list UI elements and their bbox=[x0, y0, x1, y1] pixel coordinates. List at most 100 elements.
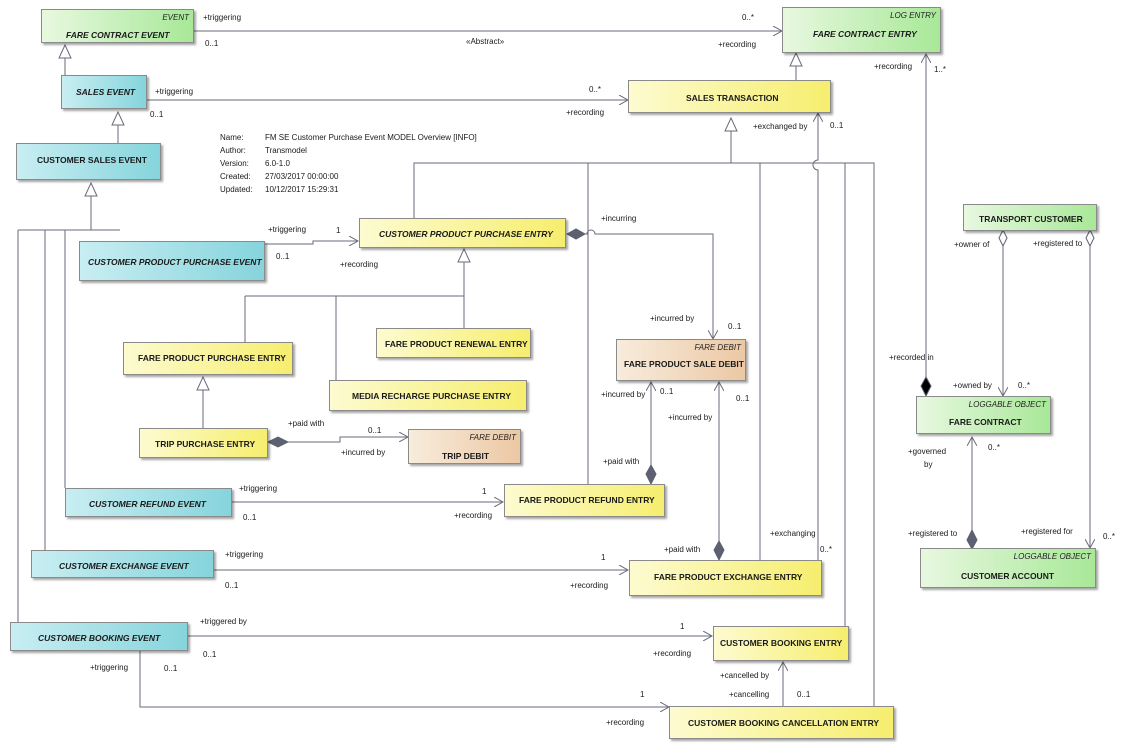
info-value: 10/12/2017 15:29:31 bbox=[265, 185, 339, 194]
info-value: FM SE Customer Purchase Event MODEL Over… bbox=[265, 133, 477, 142]
class-trip-debit[interactable]: FARE DEBIT TRIP DEBIT bbox=[408, 429, 521, 464]
role-label: +governed bbox=[908, 447, 947, 456]
multiplicity-label: 1..* bbox=[934, 65, 947, 74]
role-label: +triggered by bbox=[200, 617, 247, 626]
class-fare-product-exchange-entry[interactable]: FARE PRODUCT EXCHANGE ENTRY bbox=[629, 560, 822, 596]
multiplicity-label: 0..1 bbox=[225, 581, 239, 590]
role-label: +recording bbox=[454, 511, 493, 520]
role-label: +owned by bbox=[953, 381, 992, 390]
multiplicity-label: 0..1 bbox=[243, 513, 257, 522]
role-label: +registered to bbox=[908, 529, 958, 538]
info-value: Transmodel bbox=[265, 146, 307, 155]
class-name: MEDIA RECHARGE PURCHASE ENTRY bbox=[352, 391, 511, 401]
info-value: 27/03/2017 00:00:00 bbox=[265, 172, 339, 181]
class-fare-contract[interactable]: LOGGABLE OBJECT FARE CONTRACT bbox=[916, 396, 1051, 434]
class-customer-product-purchase-entry[interactable]: CUSTOMER PRODUCT PURCHASE ENTRY bbox=[359, 218, 566, 248]
class-customer-booking-event[interactable]: CUSTOMER BOOKING EVENT bbox=[10, 622, 188, 651]
class-customer-booking-entry[interactable]: CUSTOMER BOOKING ENTRY bbox=[713, 626, 849, 661]
class-name: TRIP DEBIT bbox=[442, 451, 490, 461]
multiplicity-label: 0..1 bbox=[203, 650, 217, 659]
assoc-exchanged-by bbox=[812, 113, 818, 560]
class-customer-product-purchase-event[interactable]: CUSTOMER PRODUCT PURCHASE EVENT bbox=[79, 241, 265, 281]
class-customer-account[interactable]: LOGGABLE OBJECT CUSTOMER ACCOUNT bbox=[920, 548, 1096, 588]
gen-arrow-cppe bbox=[457, 247, 471, 263]
class-fare-product-refund-entry[interactable]: FARE PRODUCT REFUND ENTRY bbox=[504, 484, 665, 517]
class-customer-refund-event[interactable]: CUSTOMER REFUND EVENT bbox=[65, 488, 232, 517]
class-name: FARE CONTRACT ENTRY bbox=[813, 29, 917, 39]
assoc-incurring bbox=[567, 229, 713, 339]
class-customer-exchange-event[interactable]: CUSTOMER EXCHANGE EVENT bbox=[31, 550, 214, 578]
gen-st-bus bbox=[413, 162, 875, 706]
role-label: +incurred by bbox=[668, 413, 713, 422]
multiplicity-label: 1 bbox=[482, 487, 487, 496]
class-name: CUSTOMER BOOKING ENTRY bbox=[720, 638, 843, 648]
role-label: +paid with bbox=[664, 545, 701, 554]
class-name: CUSTOMER SALES EVENT bbox=[37, 155, 147, 165]
composition-diamond-account bbox=[966, 528, 978, 551]
class-name: CUSTOMER BOOKING EVENT bbox=[38, 633, 161, 643]
role-label: +incurred by bbox=[341, 448, 386, 457]
class-fare-product-purchase-entry[interactable]: FARE PRODUCT PURCHASE ENTRY bbox=[123, 342, 293, 375]
composition-diamond-trip bbox=[266, 436, 290, 448]
role-label: +recording bbox=[570, 581, 609, 590]
multiplicity-label: 0..* bbox=[988, 443, 1001, 452]
class-name: FARE PRODUCT RENEWAL ENTRY bbox=[385, 339, 528, 349]
multiplicity-label: 0..1 bbox=[660, 387, 674, 396]
role-label: +incurred by bbox=[650, 314, 695, 323]
role-label: +recorded in bbox=[889, 353, 934, 362]
role-label: +triggering bbox=[90, 663, 129, 672]
composition-diamond-cppe bbox=[565, 228, 587, 240]
class-sales-transaction[interactable]: SALES TRANSACTION bbox=[628, 80, 831, 113]
info-row: Updated:10/12/2017 15:29:31 bbox=[220, 183, 477, 196]
class-name: CUSTOMER BOOKING CANCELLATION ENTRY bbox=[688, 718, 880, 728]
role-label: +recording bbox=[566, 108, 605, 117]
multiplicity-label: 0..1 bbox=[150, 110, 164, 119]
class-fare-contract-event[interactable]: EVENT FARE CONTRACT EVENT bbox=[41, 9, 194, 43]
aggregation-diamond-registered bbox=[1085, 228, 1095, 248]
class-sales-event[interactable]: SALES EVENT bbox=[61, 75, 147, 109]
class-fare-product-renewal-entry[interactable]: FARE PRODUCT RENEWAL ENTRY bbox=[376, 328, 531, 358]
class-transport-customer[interactable]: TRANSPORT CUSTOMER bbox=[963, 204, 1097, 231]
class-name: FARE PRODUCT PURCHASE ENTRY bbox=[138, 353, 286, 363]
gen-arrow-fcentry bbox=[789, 51, 803, 67]
role-label: +exchanging bbox=[770, 529, 816, 538]
gen-arrow-fppe bbox=[196, 375, 210, 391]
class-fare-product-sale-debit[interactable]: FARE DEBIT FARE PRODUCT SALE DEBIT bbox=[616, 339, 746, 381]
multiplicity-label: 1 bbox=[336, 226, 341, 235]
assoc-cppe-entry bbox=[265, 241, 358, 244]
class-customer-sales-event[interactable]: CUSTOMER SALES EVENT bbox=[16, 143, 161, 180]
composition-diamond-exchange bbox=[713, 539, 725, 562]
role-label: +recording bbox=[606, 718, 645, 727]
class-trip-purchase-entry[interactable]: TRIP PURCHASE ENTRY bbox=[139, 428, 268, 458]
info-key: Version: bbox=[220, 159, 249, 168]
stereotype-label: EVENT bbox=[162, 13, 189, 22]
class-name: SALES EVENT bbox=[76, 87, 136, 97]
stereotype-label: LOGGABLE OBJECT bbox=[1013, 552, 1091, 561]
class-name: CUSTOMER REFUND EVENT bbox=[89, 499, 206, 509]
info-key: Name: bbox=[220, 133, 244, 142]
class-name: TRANSPORT CUSTOMER bbox=[979, 214, 1083, 224]
class-fare-contract-entry[interactable]: LOG ENTRY FARE CONTRACT ENTRY bbox=[782, 7, 941, 53]
info-key: Author: bbox=[220, 146, 246, 155]
multiplicity-label: 0..1 bbox=[830, 121, 844, 130]
role-label: +triggering bbox=[239, 484, 278, 493]
class-name: CUSTOMER EXCHANGE EVENT bbox=[59, 561, 189, 571]
role-label: +incurred by bbox=[601, 390, 646, 399]
role-label: +cancelled by bbox=[720, 671, 770, 680]
class-customer-booking-cancellation-entry[interactable]: CUSTOMER BOOKING CANCELLATION ENTRY bbox=[669, 706, 894, 739]
stereotype-label: FARE DEBIT bbox=[469, 433, 516, 442]
multiplicity-label: 1 bbox=[680, 622, 685, 631]
multiplicity-label: 0..1 bbox=[797, 690, 811, 699]
multiplicity-label: 0..1 bbox=[164, 664, 178, 673]
class-name: FARE PRODUCT EXCHANGE ENTRY bbox=[654, 572, 803, 582]
role-label: +triggering bbox=[225, 550, 264, 559]
multiplicity-label: 0..* bbox=[1018, 381, 1031, 390]
gen-arrow-sales-event bbox=[111, 110, 125, 126]
composition-diamond-refund bbox=[645, 463, 657, 486]
stereotype-label: LOGGABLE OBJECT bbox=[968, 400, 1046, 409]
role-label: +paid with bbox=[288, 419, 325, 428]
multiplicity-label: 0..* bbox=[589, 85, 602, 94]
class-media-recharge-purchase-entry[interactable]: MEDIA RECHARGE PURCHASE ENTRY bbox=[329, 380, 527, 411]
class-name: FARE PRODUCT SALE DEBIT bbox=[624, 359, 744, 369]
